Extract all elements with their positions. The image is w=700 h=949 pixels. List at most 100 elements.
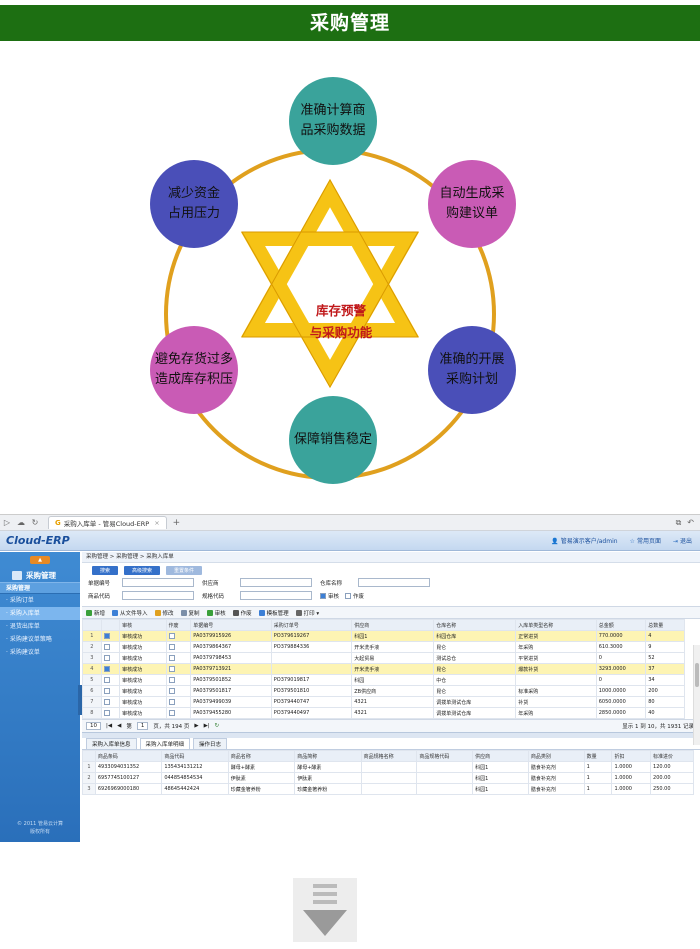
audit-button[interactable]: 审核	[206, 609, 226, 617]
print-icon	[295, 610, 302, 616]
row-checkbox[interactable]	[103, 665, 110, 672]
column-header[interactable]: 采购订单号	[270, 619, 353, 631]
tab-log[interactable]: 操作日志	[193, 738, 228, 749]
goods-code-input[interactable]	[122, 591, 194, 600]
last-page-icon[interactable]: ▶|	[203, 723, 210, 729]
first-page-icon[interactable]: |◀	[106, 723, 113, 729]
user-link[interactable]: 👤管易演示客户/admin	[551, 536, 617, 545]
row-checkbox[interactable]	[103, 709, 110, 716]
restore-icon[interactable]: ⧉	[675, 517, 682, 527]
table-cell: 科园	[351, 674, 435, 686]
prev-page-icon[interactable]: ◀	[117, 723, 122, 729]
sidebar-item-return[interactable]: · 退货出库单	[6, 623, 40, 630]
table-cell: 测试总仓	[433, 652, 517, 664]
void-button[interactable]: 作废	[232, 609, 252, 617]
collapse-up-button[interactable]: ▲	[30, 556, 50, 564]
bill-no-input[interactable]	[122, 578, 194, 587]
table-cell	[100, 674, 121, 686]
voided-checkbox[interactable]: 作废	[345, 592, 364, 600]
detail-column-header[interactable]: 标准进价	[650, 750, 694, 762]
detail-column-header[interactable]: 商品名称	[227, 750, 296, 762]
cloud-icon[interactable]: ☁	[17, 518, 25, 527]
row-checkbox[interactable]	[103, 632, 110, 639]
sidebar-splitter[interactable]	[78, 685, 82, 715]
supplier-input[interactable]	[240, 578, 312, 587]
warehouse-input[interactable]	[358, 578, 430, 587]
browser-bar: ▷ ☁ ↻ G 采购入库单 - 管易Cloud-ERP × + ⧉ ↶	[0, 515, 700, 531]
detail-column-header[interactable]: 折扣	[611, 750, 652, 762]
column-header[interactable]: 入库单类型名称	[515, 619, 597, 631]
sidebar-module[interactable]: 采购管理	[0, 568, 80, 582]
row-checkbox[interactable]	[103, 654, 110, 661]
column-header[interactable]: 单据编号	[190, 619, 272, 631]
detail-column-header[interactable]: 商品规格代码	[416, 750, 474, 762]
sidebar-item-strategy[interactable]: · 采购建议单策略	[6, 636, 52, 643]
copy-button[interactable]: 复制	[180, 609, 200, 617]
detail-column-header[interactable]: 商品类别	[527, 750, 585, 762]
node-line: 准确计算商	[300, 103, 366, 118]
browser-tab[interactable]: G 采购入库单 - 管易Cloud-ERP ×	[48, 516, 167, 529]
page-input[interactable]: 1	[136, 722, 149, 730]
next-page-icon[interactable]: ▶	[194, 723, 199, 729]
column-header[interactable]: 总数量	[645, 619, 685, 631]
edit-button[interactable]: 修改	[154, 609, 174, 617]
column-header[interactable]: 审核	[119, 619, 167, 631]
detail-column-header[interactable]: 商品代码	[161, 750, 229, 762]
undo-icon[interactable]: ↶	[687, 517, 694, 527]
sidebar-item-suggestion[interactable]: · 采购建议单	[6, 649, 40, 656]
column-header[interactable]: 总金额	[595, 619, 647, 631]
table-scrollbar[interactable]	[693, 645, 700, 745]
advanced-search-button[interactable]: 高级搜索	[124, 565, 161, 575]
spec-code-input[interactable]	[240, 591, 312, 600]
sidebar-item-order[interactable]: · 采购订单	[6, 597, 34, 604]
table-cell: 4	[82, 663, 102, 675]
search-button[interactable]: 搜索	[92, 565, 119, 575]
template-button[interactable]: 模板管理	[258, 609, 289, 617]
row-checkbox[interactable]	[103, 698, 110, 705]
detail-column-header[interactable]: 商品规格名称	[360, 750, 418, 762]
reset-button[interactable]: 重置条件	[166, 565, 203, 575]
add-button[interactable]: 新增	[86, 609, 105, 617]
refresh-icon[interactable]: ↻	[31, 518, 39, 527]
row-checkbox[interactable]	[103, 643, 110, 650]
column-header[interactable]	[100, 619, 121, 631]
sidebar-item-inbound[interactable]: · 采购入库单	[0, 607, 80, 620]
tab-detail[interactable]: 采购入库单明细	[139, 738, 191, 749]
column-header[interactable]: 作废	[165, 619, 192, 631]
tab-info[interactable]: 采购入库单信息	[86, 738, 137, 749]
tab-close-icon[interactable]: ×	[154, 519, 160, 527]
refresh-page-icon[interactable]: ↻	[214, 723, 220, 729]
sidebar-category[interactable]: 采购管理	[0, 582, 80, 594]
frequent-link[interactable]: ☆常用页面	[630, 536, 661, 545]
column-header[interactable]	[82, 619, 102, 631]
print-button[interactable]: 打印 ▾	[295, 609, 319, 617]
column-header[interactable]: 仓库名称	[433, 619, 517, 631]
back-icon[interactable]: ▷	[3, 518, 11, 527]
new-tab-button[interactable]: +	[172, 517, 181, 528]
page-size-select[interactable]: 10	[86, 722, 101, 730]
detail-column-header[interactable]: 商品简称	[294, 750, 362, 762]
column-header[interactable]: 供应商	[351, 619, 435, 631]
audited-checkbox[interactable]: 审核	[320, 592, 339, 600]
detail-column-header[interactable]: 商品条码	[94, 750, 163, 762]
import-button[interactable]: 从文件导入	[112, 609, 148, 617]
detail-column-header[interactable]: 数量	[583, 750, 613, 762]
row-checkbox[interactable]	[103, 676, 110, 683]
row-checkbox[interactable]	[103, 687, 110, 694]
logout-link[interactable]: ⇥退出	[673, 536, 692, 545]
detail-column-header[interactable]: 供应商	[472, 750, 529, 762]
panel-divider[interactable]	[82, 732, 700, 738]
detail-column-header[interactable]	[82, 750, 96, 762]
copy-icon	[180, 610, 187, 616]
